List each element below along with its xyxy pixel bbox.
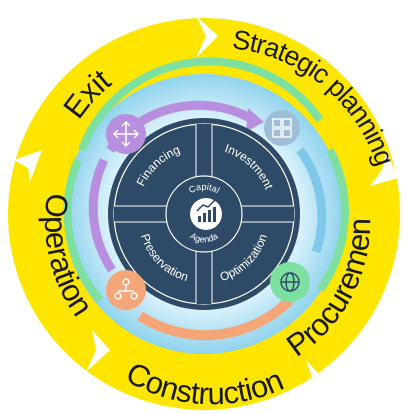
arrow-notch-bottom-right [296,360,326,396]
arrow-notch-left [14,150,42,182]
growth-chart-icon [196,199,216,222]
arrow-purple-head [246,108,264,132]
arrow-notch-right [370,150,398,186]
arrow-notch-bottom-left [86,330,110,372]
arrow-green-right [316,148,349,293]
globe-icon [270,262,310,302]
arrow-notch-top [196,16,218,58]
cycle-arrows [63,57,349,341]
arrows-move-icon [106,114,146,154]
arrow-green-top [78,57,324,152]
people-network-icon [106,270,146,310]
arrow-blue-right [296,147,327,254]
arrow-orange-bottom [137,296,294,341]
arrow-purple-left [88,158,116,273]
center-label-agenda: Agenda [188,231,219,245]
puzzle-icon [264,110,300,146]
arrow-green-left [63,158,104,303]
